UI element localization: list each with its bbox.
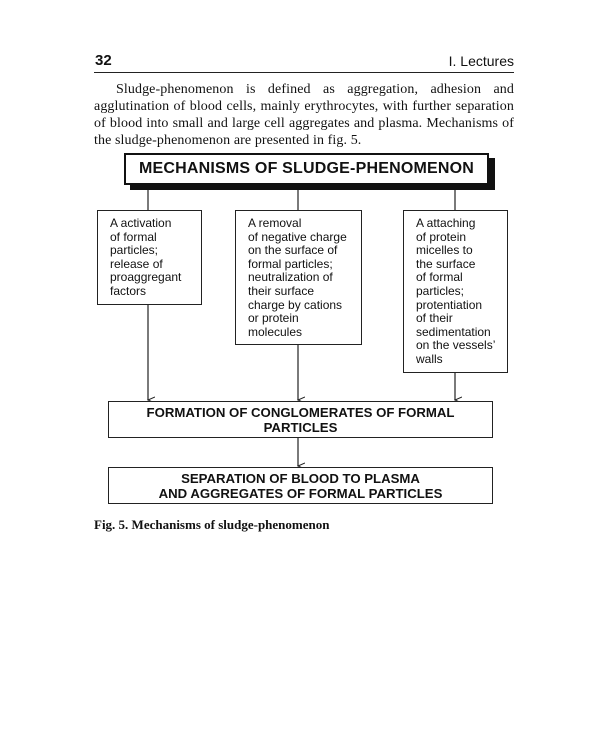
intro-paragraph: Sludge-phenomenon is defined as aggregat… [94, 82, 514, 148]
page-number: 32 [95, 52, 112, 69]
conglomerates-text: FORMATION OF CONGLOMERATES OF FORMAL PAR… [146, 404, 455, 435]
diagram-title: MECHANISMS OF SLUDGE-PHENOMENON [124, 153, 489, 185]
running-head: I. Lectures [448, 53, 514, 69]
mechanism-text: A attaching of protein micelles to the s… [416, 216, 496, 366]
mechanism-box-charge-removal: A removal of negative charge on the surf… [235, 210, 362, 345]
figure-caption: Fig. 5. Mechanisms of sludge-phenomenon [94, 517, 330, 532]
mechanism-box-protein-attaching: A attaching of protein micelles to the s… [403, 210, 508, 373]
separation-text: SEPARATION OF BLOOD TO PLASMA AND AGGREG… [158, 470, 443, 501]
header-rule [94, 72, 514, 73]
mechanism-box-activation: A activation of formal particles; releas… [97, 210, 202, 305]
mechanism-text: A activation of formal particles; releas… [110, 216, 182, 298]
mechanism-text: A removal of negative charge on the surf… [248, 216, 347, 339]
separation-box: SEPARATION OF BLOOD TO PLASMA AND AGGREG… [108, 467, 493, 504]
conglomerates-box: FORMATION OF CONGLOMERATES OF FORMAL PAR… [108, 401, 493, 438]
